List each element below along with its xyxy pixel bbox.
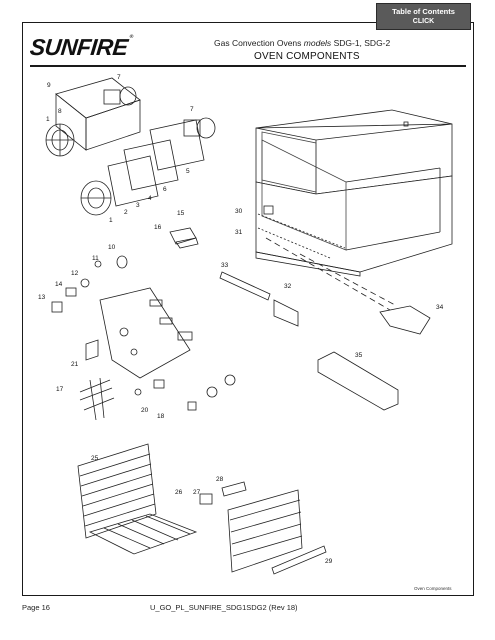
wire-harness-drawing <box>79 374 236 421</box>
callout-11: 11 <box>92 255 99 262</box>
callout-26: 26 <box>175 489 183 496</box>
lead-lines <box>265 237 396 311</box>
section-title: OVEN COMPONENTS <box>254 51 360 62</box>
callout-16: 16 <box>154 224 162 231</box>
toc-label: Table of Contents <box>392 7 455 16</box>
exploded-parts-diagram <box>45 77 453 575</box>
oven-cabinet-drawing <box>255 109 453 277</box>
callout-25: 25 <box>91 455 99 462</box>
callout-4: 4 <box>148 195 152 202</box>
page-number: Page 16 <box>22 603 50 612</box>
callout-9: 9 <box>47 82 51 89</box>
misc-parts-drawing <box>51 227 431 335</box>
callout-29: 29 <box>325 558 333 565</box>
callout-7b: 7 <box>190 106 194 113</box>
table-of-contents-button[interactable]: Table of Contents CLICK <box>376 3 471 30</box>
diagram-caption: Oven Components <box>414 586 452 591</box>
page-frame <box>22 22 474 596</box>
callout-8: 8 <box>58 108 62 115</box>
callout-14: 14 <box>55 281 63 288</box>
callout-3: 3 <box>136 202 140 209</box>
product-header: Gas Convection Ovens models SDG-1, SDG-2 <box>214 38 391 48</box>
callout-34: 34 <box>436 304 444 311</box>
callout-13: 13 <box>38 294 46 301</box>
callout-1: 1 <box>46 116 50 123</box>
callout-32: 32 <box>284 283 292 290</box>
callout-10: 10 <box>108 244 116 251</box>
callout-7: 7 <box>117 74 121 81</box>
control-panel-drawing <box>85 287 399 411</box>
racks-drawing <box>77 443 327 575</box>
header-divider <box>30 65 466 67</box>
callout-30: 30 <box>235 208 243 215</box>
callout-17: 17 <box>56 386 64 393</box>
callout-20: 20 <box>141 407 149 414</box>
callout-6: 6 <box>163 186 167 193</box>
sunfire-logo: SUNFIRE® <box>28 34 134 60</box>
callout-35: 35 <box>355 352 363 359</box>
callout-28: 28 <box>216 476 224 483</box>
callout-33: 33 <box>221 262 229 269</box>
callout-5: 5 <box>186 168 190 175</box>
callout-31: 31 <box>235 229 243 236</box>
callout-21: 21 <box>71 361 79 368</box>
callout-18: 18 <box>157 413 165 420</box>
callout-2: 2 <box>124 209 128 216</box>
document-id: U_GO_PL_SUNFIRE_SDG1SDG2 (Rev 18) <box>150 603 298 612</box>
callout-12: 12 <box>71 270 79 277</box>
callout-15: 15 <box>177 210 185 217</box>
callout-27: 27 <box>193 489 201 496</box>
toc-click-label: CLICK <box>412 18 435 25</box>
callout-1b: 1 <box>109 217 113 224</box>
blower-assembly-drawing <box>45 77 216 216</box>
